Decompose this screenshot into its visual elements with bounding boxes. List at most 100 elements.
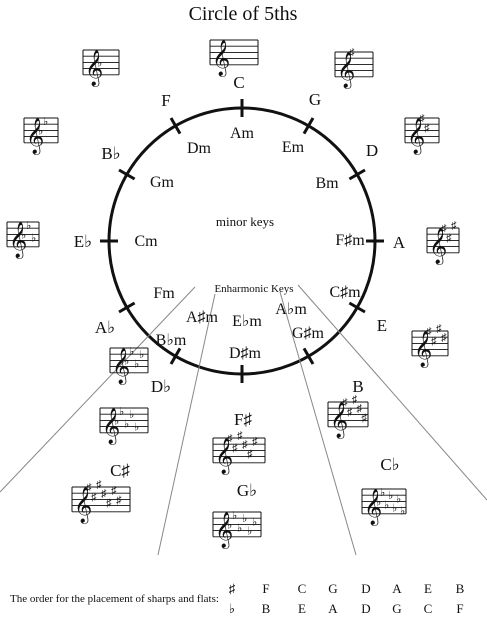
- major-key-label: E♭: [74, 232, 92, 251]
- flat-icon: ♭: [26, 220, 31, 232]
- tick-mark: [302, 117, 315, 135]
- tick-mark: [118, 301, 136, 314]
- sharp-icon: ♯: [431, 335, 437, 347]
- sharp-icon: ♯: [116, 494, 122, 506]
- sharp-icon: ♯: [247, 449, 253, 461]
- major-key-label: A♭: [95, 318, 115, 337]
- key-signature-staff: 𝄞♭♭♭♭♭: [99, 406, 149, 445]
- key-signature-staff: 𝄞♯♯♯: [426, 220, 460, 265]
- flat-icon: ♭: [247, 526, 252, 538]
- flat-icon: ♭: [380, 487, 385, 499]
- key-signature-staff: 𝄞♯♯♯♯: [411, 323, 449, 368]
- treble-clef-icon: 𝄞: [74, 487, 92, 524]
- flat-icon: ♭: [252, 516, 257, 528]
- sharp-icon: ♯: [352, 394, 358, 406]
- sharp-icon: ♯: [227, 433, 233, 445]
- sharp-icon: ♯: [86, 482, 92, 494]
- minor-key-label: C♯m: [329, 284, 361, 301]
- footer-sharp-symbol: ♯: [229, 581, 236, 596]
- minor-key-label: G♯m: [292, 325, 325, 342]
- flat-icon: ♭: [43, 116, 48, 128]
- tick-mark: [169, 347, 182, 365]
- treble-clef-icon: 𝄞: [407, 118, 425, 155]
- fan-line-1: [0, 286, 196, 493]
- flat-icon: ♭: [400, 506, 405, 518]
- minor-key-label: Fm: [153, 285, 175, 302]
- key-signature-staff: 𝄞♭♭♭♭♭♭♭: [361, 487, 407, 526]
- flat-icon: ♭: [129, 346, 134, 358]
- flat-icon: ♭: [119, 406, 124, 418]
- key-signature-staff: 𝄞♭♭: [23, 116, 59, 155]
- sharp-icon: ♯: [96, 479, 102, 491]
- treble-clef-icon: 𝄞: [212, 40, 230, 77]
- sharp-icon: ♯: [356, 403, 362, 415]
- flat-icon: ♭: [38, 125, 43, 137]
- enharmonic-keys-label: Enharmonic Keys: [214, 283, 293, 295]
- sharp-icon: ♯: [111, 485, 117, 497]
- flat-icon: ♭: [396, 493, 401, 505]
- sharp-icon: ♯: [419, 113, 425, 125]
- tick-mark: [348, 301, 366, 314]
- flat-icon: ♭: [124, 419, 129, 431]
- minor-key-label: B♭m: [156, 332, 187, 349]
- key-signature-staff: 𝄞♭♭♭: [6, 220, 40, 259]
- footer-flat-symbol: ♭: [229, 601, 235, 616]
- flat-icon: ♭: [237, 523, 242, 535]
- major-key-label: D♭: [151, 377, 171, 396]
- diagram-title: Circle of 5ths: [189, 3, 298, 25]
- treble-clef-icon: 𝄞: [364, 489, 382, 526]
- major-key-label: C: [233, 73, 244, 92]
- flat-icon: ♭: [376, 496, 381, 508]
- enharmonic-fan-lines: [0, 284, 487, 556]
- center-label-minor-keys: minor keys: [216, 214, 274, 229]
- footer-sharp-note: E: [424, 581, 432, 596]
- sharp-icon: ♯: [441, 223, 447, 235]
- treble-clef-icon: 𝄞: [414, 331, 432, 368]
- major-key-label: B♭: [101, 144, 120, 163]
- major-key-label: F: [161, 91, 170, 110]
- sharp-icon: ♯: [426, 326, 432, 338]
- key-signature-staff: 𝄞♯♯: [404, 113, 440, 155]
- footer-label: The order for the placement of sharps an…: [10, 593, 219, 605]
- minor-key-label: Bm: [315, 175, 339, 192]
- flat-icon: ♭: [129, 409, 134, 421]
- major-key-label: G♭: [237, 481, 257, 500]
- sharp-icon: ♯: [451, 220, 457, 232]
- tick-mark: [118, 168, 136, 181]
- major-key-label: D: [366, 141, 378, 160]
- footer-flat-note: C: [424, 601, 433, 616]
- sharp-icon: ♯: [436, 323, 442, 335]
- minor-key-label: D♯m: [229, 345, 262, 362]
- circle-ticks: [100, 99, 384, 383]
- major-key-label: F♯: [234, 410, 252, 429]
- major-key-label: C♯: [110, 461, 130, 480]
- sharp-icon: ♯: [361, 413, 367, 425]
- treble-clef-icon: 𝄞: [85, 50, 103, 87]
- sharp-icon: ♯: [347, 406, 353, 418]
- sharp-icon: ♯: [441, 332, 447, 344]
- footer-flat-note: F: [456, 601, 463, 616]
- tick-mark: [348, 168, 366, 181]
- sharp-icon: ♯: [446, 232, 452, 244]
- minor-key-label: Dm: [187, 140, 212, 157]
- flat-icon: ♭: [242, 513, 247, 525]
- flat-icon: ♭: [384, 500, 389, 512]
- key-signature-staff: 𝄞♭♭♭♭: [109, 346, 149, 385]
- sharp-icon: ♯: [91, 491, 97, 503]
- treble-clef-icon: 𝄞: [102, 408, 120, 445]
- minor-key-label: Em: [282, 139, 305, 156]
- fan-line-4: [297, 284, 487, 501]
- sharp-icon: ♯: [424, 122, 430, 134]
- sharp-icon: ♯: [252, 436, 258, 448]
- major-key-label: A: [393, 233, 406, 252]
- key-signature-staff: 𝄞♯: [334, 47, 374, 89]
- minor-key-label: Am: [230, 125, 255, 142]
- footer-sharp-note: G: [328, 581, 337, 596]
- treble-clef-icon: 𝄞: [9, 222, 27, 259]
- tick-mark: [302, 347, 315, 365]
- fan-line-3: [279, 291, 357, 556]
- footer-flat-note: G: [392, 601, 401, 616]
